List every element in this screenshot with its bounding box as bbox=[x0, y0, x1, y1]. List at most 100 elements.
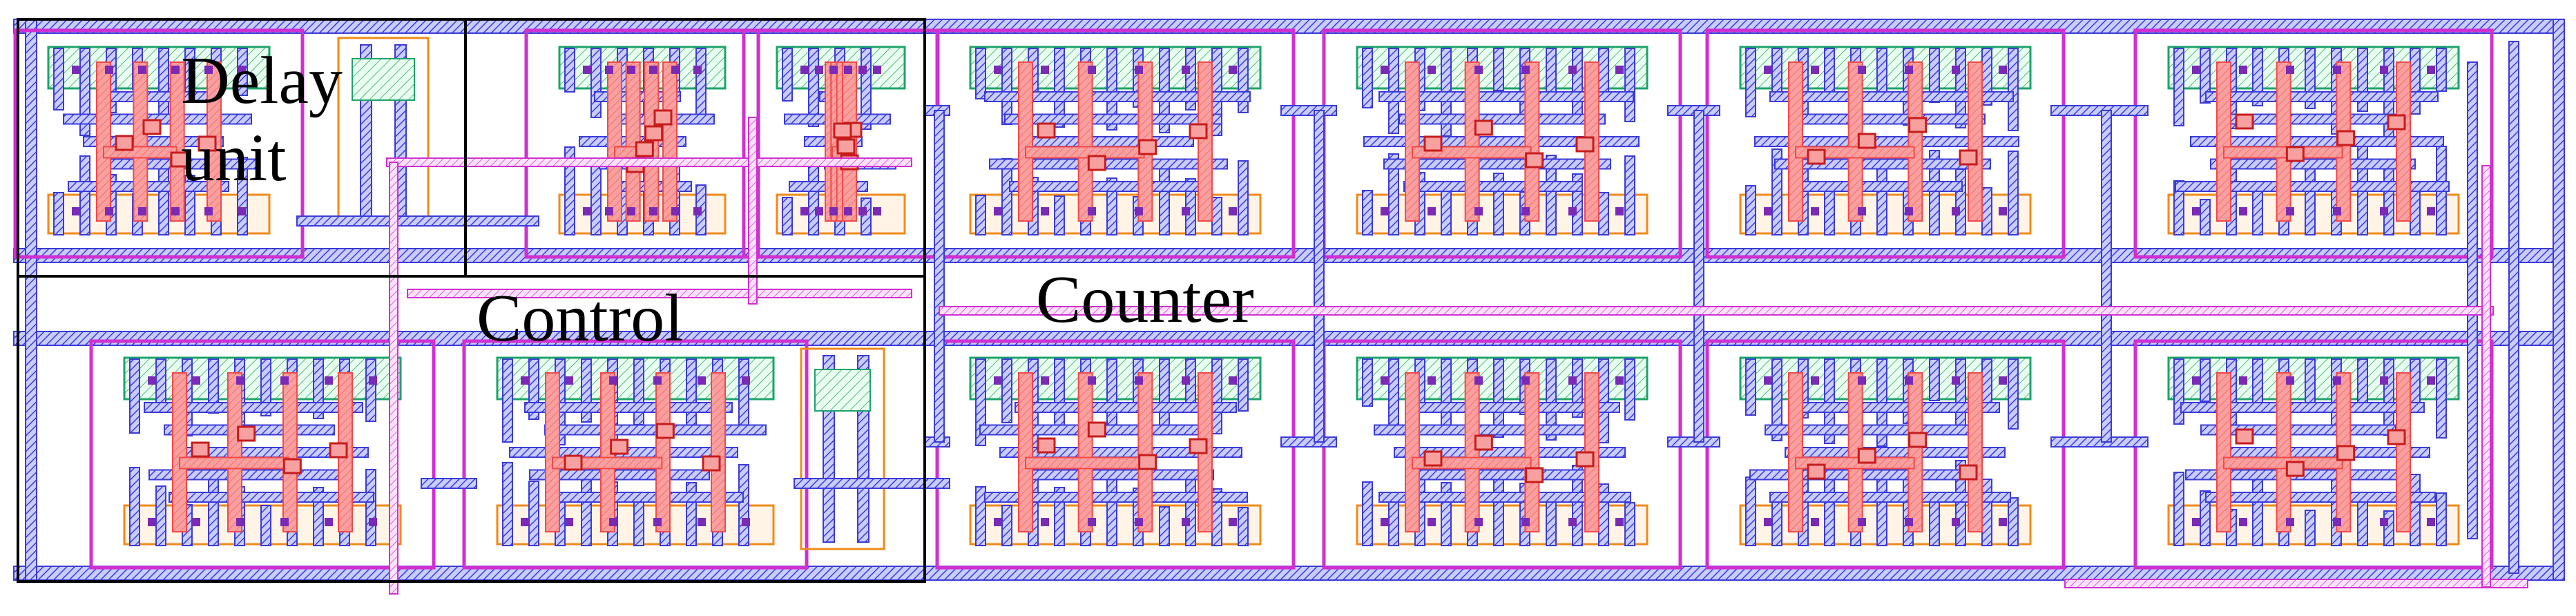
contact bbox=[994, 518, 1002, 526]
contact bbox=[1428, 66, 1436, 74]
metal-finger bbox=[975, 195, 986, 235]
metal-finger bbox=[1001, 358, 1012, 423]
contact bbox=[858, 66, 867, 74]
implant-boundary bbox=[89, 339, 436, 570]
via bbox=[1423, 135, 1443, 152]
via bbox=[1189, 123, 1208, 139]
metal-finger bbox=[1824, 358, 1835, 444]
contact bbox=[1135, 207, 1143, 215]
metal-finger bbox=[590, 48, 602, 118]
metal-finger bbox=[1824, 477, 1835, 546]
contact bbox=[858, 207, 867, 215]
metal-finger bbox=[1771, 358, 1782, 441]
poly-gate bbox=[607, 61, 622, 222]
metal-finger bbox=[975, 48, 986, 99]
metal-finger bbox=[695, 48, 707, 124]
metal-strap bbox=[1398, 113, 1606, 125]
contact bbox=[1521, 66, 1530, 74]
contact bbox=[1474, 518, 1483, 526]
contact bbox=[1229, 376, 1237, 385]
metal-finger bbox=[633, 500, 644, 546]
contact bbox=[649, 207, 657, 215]
metal-finger bbox=[2173, 472, 2184, 546]
contact bbox=[148, 376, 156, 385]
tie-cell bbox=[337, 37, 430, 226]
metal-strap bbox=[1383, 158, 1611, 170]
implant-route bbox=[386, 157, 912, 167]
metal-finger bbox=[1624, 48, 1635, 122]
via bbox=[237, 425, 256, 442]
metal-strap bbox=[2180, 402, 2425, 413]
contact bbox=[873, 66, 881, 74]
metal-finger bbox=[1159, 48, 1170, 133]
metal-finger bbox=[1771, 148, 1782, 235]
metal-strap bbox=[1414, 469, 1597, 481]
via bbox=[1807, 463, 1826, 480]
contact bbox=[1615, 207, 1624, 215]
metal-strap bbox=[2210, 158, 2416, 170]
poly-gate bbox=[1198, 61, 1213, 222]
contact bbox=[1474, 66, 1483, 74]
metal-finger bbox=[1238, 160, 1249, 235]
contact bbox=[1521, 207, 1530, 215]
metal-finger bbox=[2383, 358, 2394, 436]
route-wire bbox=[2050, 105, 2149, 116]
via bbox=[198, 135, 217, 152]
metal-finger bbox=[2252, 472, 2263, 546]
metal-finger bbox=[2410, 48, 2421, 115]
poly-gate bbox=[1524, 372, 1540, 532]
contact bbox=[1905, 207, 1913, 215]
metal-finger bbox=[1745, 477, 1756, 546]
contact bbox=[565, 518, 573, 526]
metal-finger bbox=[1929, 497, 1940, 546]
metal-finger bbox=[2436, 492, 2447, 546]
via bbox=[702, 455, 721, 472]
contact bbox=[1182, 207, 1190, 215]
metal-finger bbox=[1185, 470, 1196, 546]
contact bbox=[583, 207, 591, 215]
contact bbox=[138, 66, 146, 74]
metal-finger bbox=[1546, 501, 1557, 546]
metal-finger bbox=[1572, 48, 1583, 119]
implant-route bbox=[748, 117, 758, 305]
contact bbox=[1381, 376, 1389, 385]
contact bbox=[994, 376, 1002, 385]
metal-strap bbox=[2205, 91, 2439, 102]
contact bbox=[1905, 66, 1913, 74]
via bbox=[2285, 146, 2305, 162]
contact bbox=[148, 518, 156, 526]
metal-finger bbox=[1441, 358, 1452, 435]
metal-finger bbox=[1929, 358, 1940, 401]
standard-cell bbox=[1705, 28, 2066, 259]
metal-strap bbox=[1403, 181, 1583, 192]
metal-finger bbox=[1388, 48, 1399, 134]
poly-gate bbox=[1968, 61, 1983, 222]
metal-finger bbox=[1771, 495, 1782, 546]
via bbox=[1423, 450, 1443, 467]
poly-gate bbox=[2216, 61, 2231, 222]
poly-gate bbox=[1907, 372, 1923, 532]
metal-finger bbox=[1955, 358, 1966, 427]
via bbox=[282, 458, 302, 474]
metal-finger bbox=[1771, 48, 1782, 95]
via bbox=[1189, 438, 1208, 454]
implant-boundary bbox=[462, 339, 809, 570]
via bbox=[644, 125, 664, 142]
contact bbox=[671, 66, 680, 74]
contact bbox=[192, 376, 200, 385]
via bbox=[1908, 117, 1928, 133]
contact bbox=[1135, 66, 1143, 74]
contact bbox=[280, 518, 289, 526]
contact bbox=[742, 518, 750, 526]
metal-finger bbox=[528, 481, 539, 546]
contact bbox=[1858, 207, 1866, 215]
contact bbox=[1041, 376, 1049, 385]
implant-route bbox=[389, 162, 398, 595]
contact bbox=[105, 207, 113, 215]
metal-finger bbox=[2173, 48, 2184, 126]
route-wire bbox=[421, 478, 477, 489]
poly-link bbox=[1025, 456, 1145, 470]
via bbox=[329, 442, 348, 459]
via bbox=[1575, 451, 1595, 468]
